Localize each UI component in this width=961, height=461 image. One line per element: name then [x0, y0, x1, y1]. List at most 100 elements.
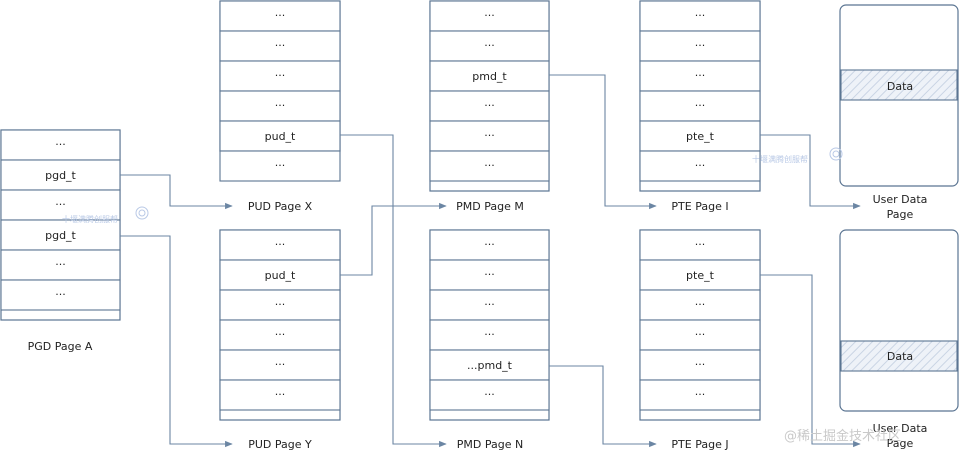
table-cell [219, 289, 341, 321]
table-cell [219, 319, 341, 351]
pte-page-j: ...pte_t............ PTE Page J [639, 229, 761, 451]
table-cell [639, 259, 761, 291]
table-cell-label: ... [695, 156, 706, 169]
table-cell [429, 229, 550, 261]
arrow-pmd-m-to-pte-i [549, 74, 657, 210]
table-cell-label: pgd_t [45, 169, 76, 182]
table-cell-label: ... [55, 195, 66, 208]
table-cell-label: pgd_t [45, 229, 76, 242]
table-cell-label: ... [275, 385, 286, 398]
data-label-bottom: Data [887, 350, 913, 363]
table-cell [219, 349, 341, 381]
pud-page-x: ............pud_t... PUD Page X [219, 0, 341, 213]
arrow-pgd-to-pud-x [120, 174, 233, 210]
table-cell-label: ... [484, 235, 495, 248]
arrow-pte-i-to-user-top [760, 134, 861, 210]
user-data-page-top-label-line2: Page [887, 208, 914, 221]
data-block-bottom [840, 340, 958, 372]
table-cell-label: ... [275, 36, 286, 49]
table-cell [429, 319, 550, 351]
table-cell-label: pud_t [265, 130, 296, 143]
table-cell-label: ... [55, 135, 66, 148]
pud-page-y: ... pud_t............ PUD Page Y [219, 229, 341, 451]
pud-page-x-label: PUD Page X [248, 200, 313, 213]
table-cell-label: ... [275, 355, 286, 368]
table-cell-label: pte_t [686, 269, 715, 282]
table-cell [219, 379, 341, 411]
user-data-page-top-label-line1: User Data [873, 193, 928, 206]
table-cell [429, 150, 550, 182]
table-cell-label: ... [275, 96, 286, 109]
table-cell [639, 379, 761, 411]
table-cell-label: ... [275, 325, 286, 338]
table-cell-label: ... [275, 235, 286, 248]
user-data-page-top: Data User Data Page [839, 4, 959, 221]
pgd-page-a: ... pgd_t... pgd_t...... PGD Page A [0, 129, 121, 353]
table-cell [639, 120, 761, 152]
pmd-page-n-label: PMD Page N [457, 438, 523, 451]
table-cell [219, 259, 341, 291]
pmd-page-m-label: PMD Page M [456, 200, 524, 213]
user-data-page-bottom-label-line1: User Data [873, 422, 928, 435]
pgd-page-a-label: PGD Page A [28, 340, 93, 353]
table-cell [429, 60, 550, 92]
table-cell [219, 60, 341, 92]
arrow-pmd-n-to-pte-j [549, 365, 657, 448]
table-cell-label: ... [484, 295, 495, 308]
table-cell-label: ... [484, 265, 495, 278]
table-cell-label: ... [484, 325, 495, 338]
table-cell-label: ... [484, 36, 495, 49]
user-data-page-bottom: Data User Data Page [839, 229, 959, 450]
pud-page-y-label: PUD Page Y [248, 438, 312, 451]
table-cell [0, 189, 121, 221]
pte-page-j-label: PTE Page J [671, 438, 728, 451]
table-cell-label: ... [275, 295, 286, 308]
pte-page-i-label: PTE Page I [671, 200, 728, 213]
table-cell [429, 120, 550, 152]
arrow-pte-j-to-user-bottom [760, 274, 861, 448]
pte-page-i: ............pte_t... PTE Page I [639, 0, 761, 213]
table-cell [219, 30, 341, 62]
table-cell [0, 159, 121, 191]
table-cell [0, 279, 121, 311]
table-cell-label: ... [695, 295, 706, 308]
pointer-arrows [120, 74, 861, 448]
table-cell-label: ... [695, 325, 706, 338]
table-cell-label: ... [275, 66, 286, 79]
table-cell-label: ... [55, 255, 66, 268]
table-cell-label: ... [484, 96, 495, 109]
table-cell-label: ... [484, 126, 495, 139]
table-cell-label: ... [695, 96, 706, 109]
table-cell [639, 90, 761, 122]
table-cell-label: ... [695, 385, 706, 398]
pmd-page-m: ......pmd_t......... PMD Page M [429, 0, 550, 213]
table-cell-label: ... [695, 235, 706, 248]
table-cell-label: ...pmd_t [467, 359, 513, 372]
table-cell-label: ... [484, 385, 495, 398]
table-cell-label: ... [275, 6, 286, 19]
watermark-text: @稀土掘金技术社区 [784, 428, 901, 444]
table-cell [429, 349, 550, 381]
table-cell-label: pud_t [265, 269, 296, 282]
pmd-page-n: ............ ...pmd_t... PMD Page N [429, 229, 550, 451]
table-cell-label: pmd_t [472, 70, 507, 83]
table-cell [639, 289, 761, 321]
arrow-pud-y-to-pmd-m [340, 202, 447, 276]
table-cell-label: ... [484, 6, 495, 19]
table-cell [639, 229, 761, 261]
arrow-pud-x-to-pmd-n [340, 134, 447, 448]
watermark-stamps: 十堰满腾创服帮 十堰满腾创服帮 [62, 147, 843, 224]
watermark-stamp-2: 十堰满腾创服帮 [752, 154, 808, 164]
table-cell-label: pte_t [686, 130, 715, 143]
table-cell [0, 219, 121, 251]
user-data-page-bottom-label-line2: Page [887, 437, 914, 450]
table-cell [219, 150, 341, 182]
table-cell [639, 60, 761, 92]
watermark-stamp-1: 十堰满腾创服帮 [62, 214, 118, 224]
table-cell [639, 150, 761, 182]
table-cell-label: ... [695, 6, 706, 19]
table-cell-label: ... [55, 285, 66, 298]
table-cell [429, 379, 550, 411]
table-cell [639, 349, 761, 381]
